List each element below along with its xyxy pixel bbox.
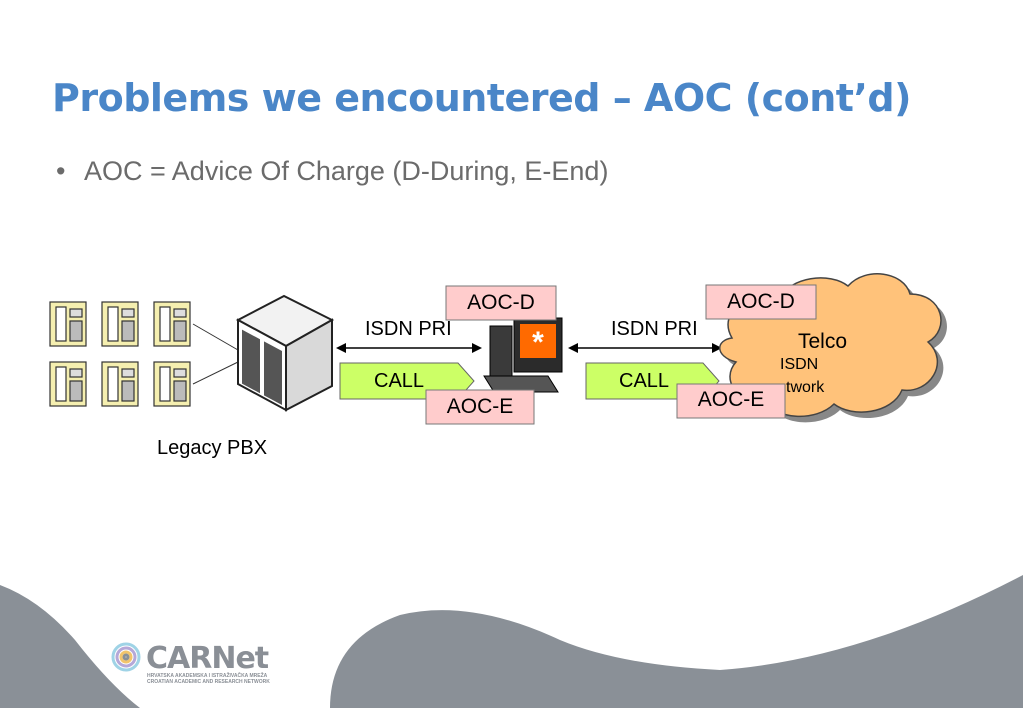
carnet-logo-text: CARNet xyxy=(146,641,269,676)
phone-icon xyxy=(153,361,191,407)
phone-grid xyxy=(49,301,191,407)
aoc-e-tag-1: AOC-E xyxy=(446,395,514,418)
phone-icon xyxy=(153,301,191,347)
bullet-item: • AOC = Advice Of Charge (D-During, E-End… xyxy=(56,156,608,187)
pbx-label: Legacy PBX xyxy=(157,437,268,459)
svg-text:*: * xyxy=(532,326,544,359)
tag-aoc-e-2-bg xyxy=(676,383,786,419)
carnet-tagline-1: HRVATSKA AKADEMSKA I ISTRAŽIVAČKA MREŽA xyxy=(147,673,268,679)
footer-wave-left xyxy=(0,585,140,708)
phone-icon xyxy=(49,361,87,407)
carnet-logo-icon xyxy=(111,642,141,672)
bullet-dot: • xyxy=(56,156,66,186)
aoc-d-tag-1: AOC-D xyxy=(467,291,535,314)
page-title: Problems we encountered – AOC (cont’d) xyxy=(52,76,911,120)
cloud-line-2: twork xyxy=(786,379,825,396)
pbx-server-icon xyxy=(235,294,335,412)
call-2-label: CALL xyxy=(619,370,670,392)
carnet-tagline-2: CROATIAN ACADEMIC AND RESEARCH NETWORK xyxy=(147,679,270,685)
footer-wave-right xyxy=(330,575,1023,708)
tag-aoc-e-1-bg xyxy=(425,389,535,425)
phone-icon xyxy=(101,301,139,347)
call-1-label: CALL xyxy=(374,370,425,392)
cloud-title: Telco xyxy=(798,330,848,353)
aoc-e-tag-2: AOC-E xyxy=(697,388,765,411)
isdn-link-1-label: ISDN PRI xyxy=(365,318,452,340)
phone-icon xyxy=(101,361,139,407)
tag-aoc-d-1-bg xyxy=(445,285,557,321)
phone-icon xyxy=(49,301,87,347)
cloud-line-1: ISDN xyxy=(780,356,819,373)
bullet-text: AOC = Advice Of Charge (D-During, E-End) xyxy=(84,156,609,186)
tag-aoc-d-2-bg xyxy=(705,284,817,320)
asterisk-server-icon: * xyxy=(483,317,563,393)
aoc-d-tag-2: AOC-D xyxy=(727,290,795,313)
isdn-link-2-label: ISDN PRI xyxy=(611,318,698,340)
